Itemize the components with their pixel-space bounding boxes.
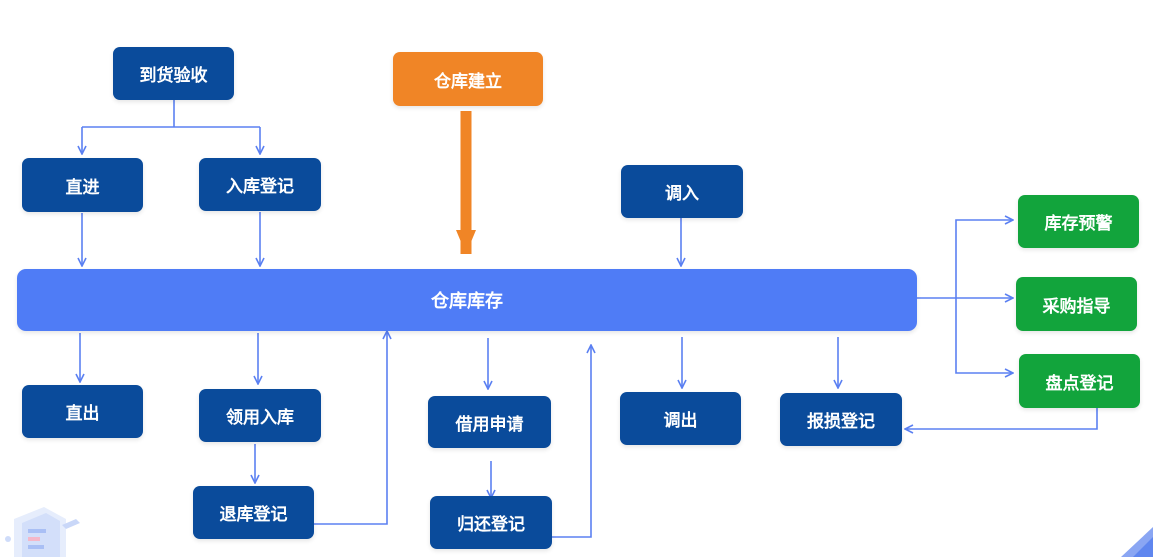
node-stock-in-register[interactable]: 入库登记 bbox=[199, 158, 321, 211]
edge-stocktake-to-loss bbox=[905, 408, 1098, 429]
node-transfer-out[interactable]: 调出 bbox=[620, 392, 741, 445]
node-borrow-request[interactable]: 借用申请 bbox=[428, 396, 551, 448]
edge-giveback-to-inventory bbox=[551, 345, 591, 538]
node-transfer-in[interactable]: 调入 bbox=[621, 165, 743, 218]
node-loss-register[interactable]: 报损登记 bbox=[780, 393, 902, 446]
node-direct-in[interactable]: 直进 bbox=[22, 158, 143, 212]
edge-return-to-inventory bbox=[313, 331, 387, 525]
edge-to-stocktake bbox=[955, 298, 1013, 373]
node-warehouse-setup[interactable]: 仓库建立 bbox=[393, 52, 543, 106]
isometric-illustration-icon bbox=[5, 507, 80, 557]
node-warehouse-inventory[interactable]: 仓库库存 bbox=[17, 269, 917, 331]
edge-arrival-to-direct-in bbox=[82, 126, 260, 154]
node-stock-early-warning[interactable]: 库存预警 bbox=[1018, 195, 1139, 248]
node-giveback-register[interactable]: 归还登记 bbox=[430, 496, 552, 549]
node-direct-out[interactable]: 直出 bbox=[22, 385, 143, 438]
node-return-register[interactable]: 退库登记 bbox=[193, 486, 314, 539]
node-requisition-in[interactable]: 领用入库 bbox=[199, 389, 321, 442]
node-purchase-guidance[interactable]: 采购指导 bbox=[1016, 277, 1137, 331]
node-stocktake-register[interactable]: 盘点登记 bbox=[1019, 354, 1140, 408]
corner-decoration-icon bbox=[1121, 527, 1153, 557]
node-arrival-inspection[interactable]: 到货验收 bbox=[113, 47, 234, 100]
edge-to-warning bbox=[955, 220, 1013, 298]
